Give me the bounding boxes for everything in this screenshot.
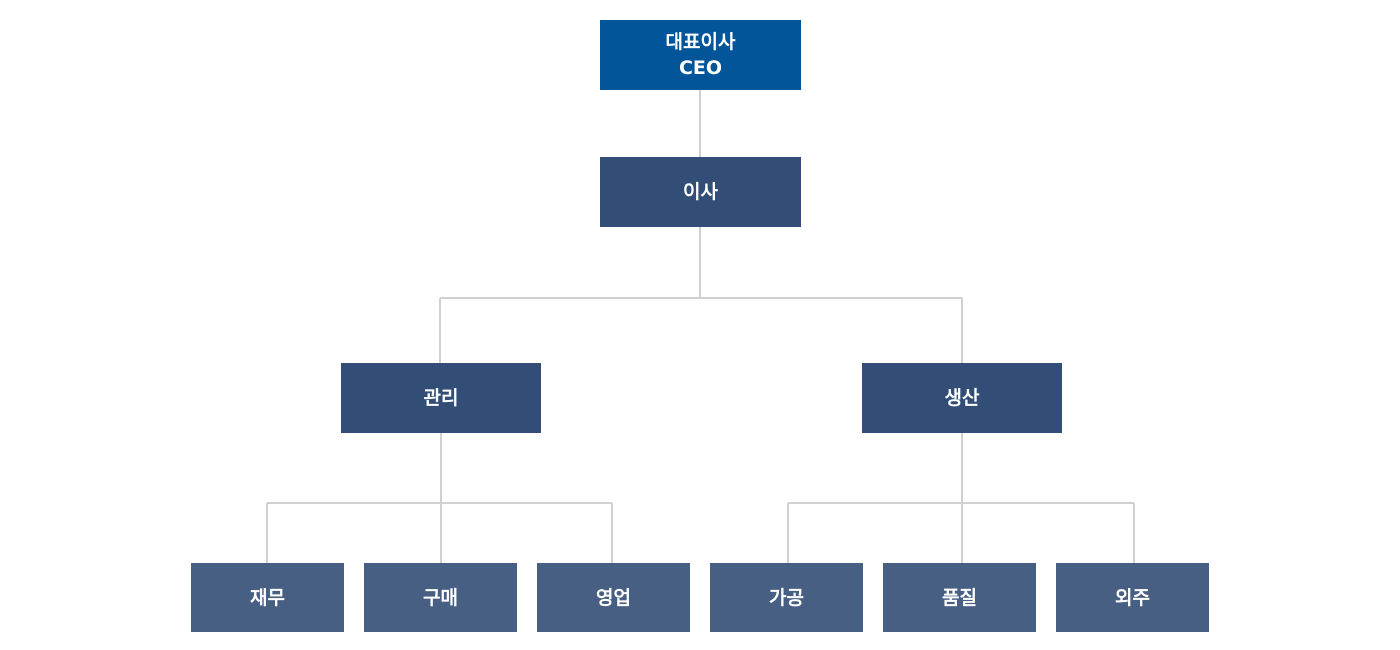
department-management-label: 관리 <box>423 387 459 409</box>
team-quality-label: 품질 <box>942 586 977 609</box>
team-processing-label: 가공 <box>769 586 804 609</box>
department-management-box: 관리 <box>341 363 541 433</box>
team-outsource-box: 외주 <box>1056 563 1209 632</box>
ceo-box: 대표이사 CEO <box>600 20 801 90</box>
team-finance-box: 재무 <box>191 563 344 632</box>
team-quality-box: 품질 <box>883 563 1036 632</box>
team-sales-box: 영업 <box>537 563 690 632</box>
director-box: 이사 <box>600 157 801 227</box>
department-production-box: 생산 <box>862 363 1062 433</box>
connector-production-teams <box>787 433 1135 563</box>
connector-management-teams <box>266 433 613 563</box>
team-processing-box: 가공 <box>710 563 863 632</box>
department-production-label: 생산 <box>944 387 980 409</box>
team-finance-label: 재무 <box>250 586 285 609</box>
team-purchase-label: 구매 <box>423 586 458 609</box>
ceo-title-ko: 대표이사 <box>665 31 736 53</box>
team-purchase-box: 구매 <box>364 563 517 632</box>
team-sales-label: 영업 <box>596 586 631 609</box>
ceo-title-en: CEO <box>678 57 723 79</box>
team-outsource-label: 외주 <box>1115 586 1150 609</box>
connector-director-departments <box>439 227 963 363</box>
director-label: 이사 <box>683 181 718 203</box>
